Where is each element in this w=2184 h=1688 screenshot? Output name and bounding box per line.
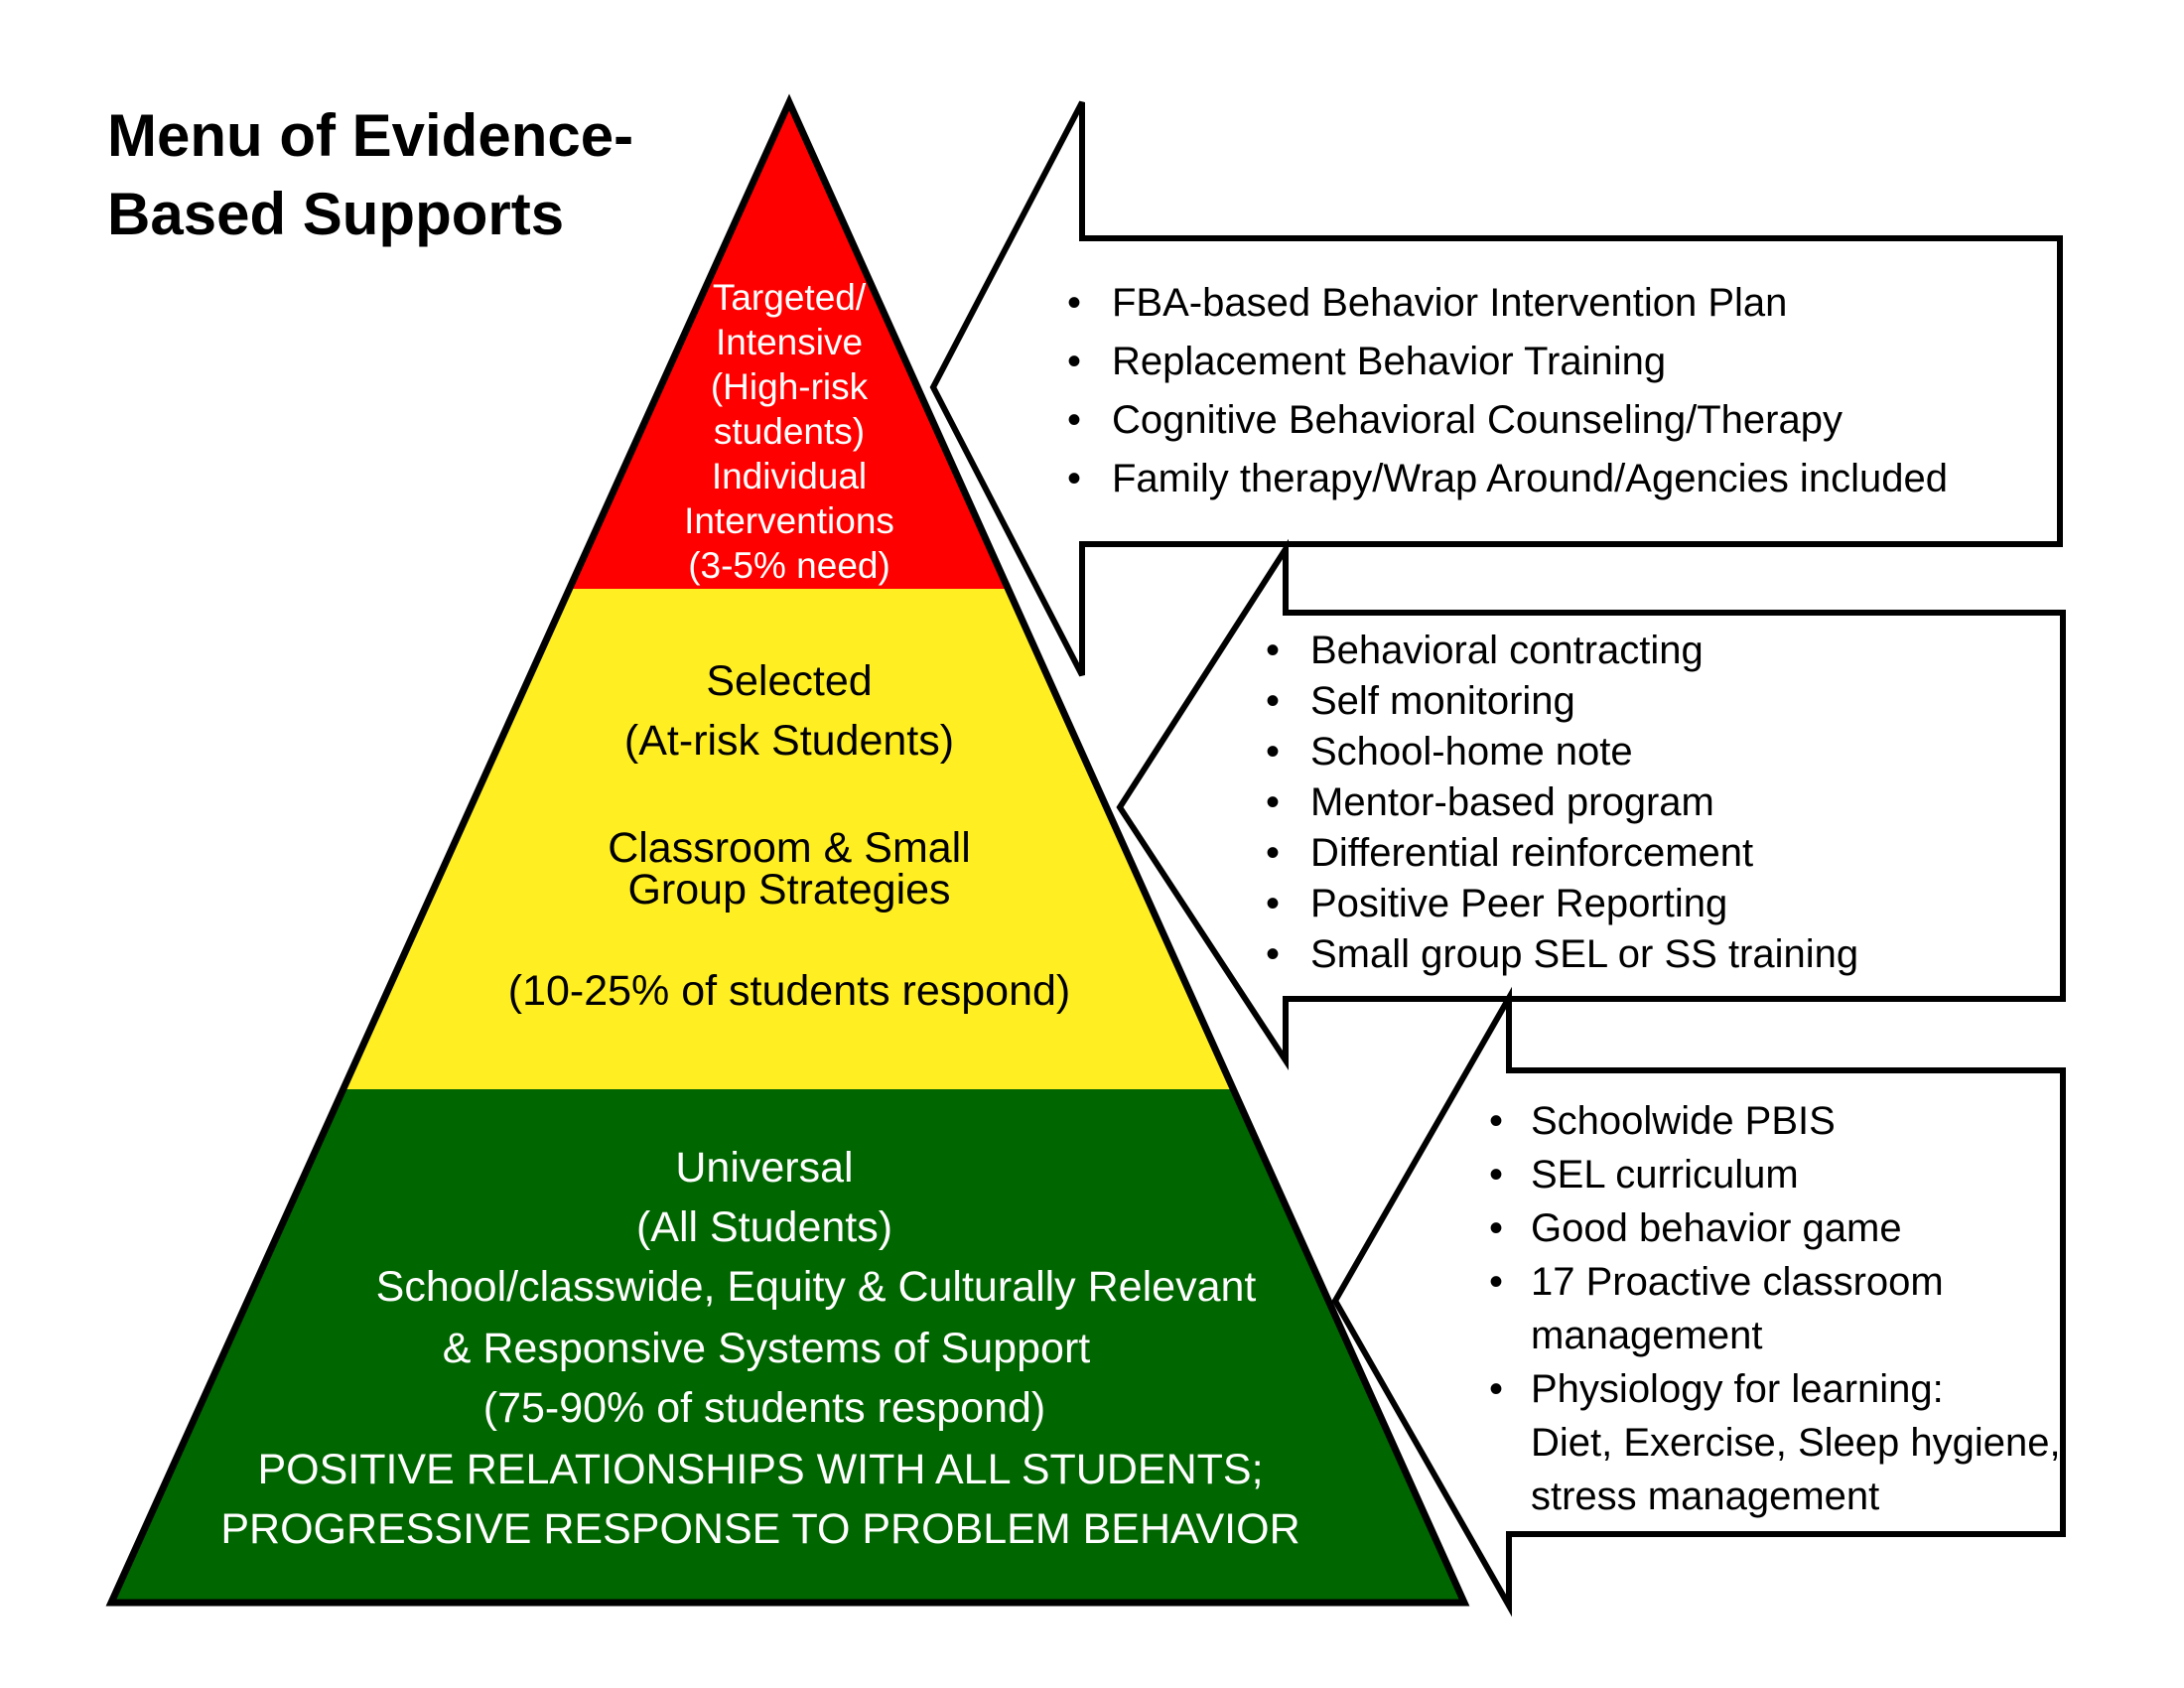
- pyramid-tier-top: [573, 102, 1006, 589]
- callout-middle-bullet: •: [1266, 932, 1280, 976]
- pyramid-tier-bottom: [111, 1089, 1464, 1603]
- callout-top-bullet: •: [1067, 398, 1081, 442]
- tier-top-line: (3-5% need): [688, 545, 890, 586]
- callout-middle-item: Mentor-based program: [1310, 780, 1714, 824]
- callout-middle-bullet: •: [1266, 831, 1280, 875]
- tier-bottom-line: Universal: [675, 1144, 853, 1192]
- callout-middle-bullet: •: [1266, 882, 1280, 925]
- callout-bottom-item: 17 Proactive classroom: [1531, 1260, 1944, 1304]
- callout-top-item: FBA-based Behavior Intervention Plan: [1112, 281, 1787, 325]
- callout-bottom-bullet: •: [1489, 1260, 1503, 1304]
- callout-top-bullet: •: [1067, 340, 1081, 383]
- tier-middle-label: Selected (At-risk Students) Classroom & Sm…: [508, 657, 1071, 1015]
- callout-middle-item: Small group SEL or SS training: [1310, 932, 1858, 976]
- callout-bottom-bullet: •: [1489, 1153, 1503, 1196]
- callout-bottom-item: Diet, Exercise, Sleep hygiene,: [1531, 1421, 2061, 1465]
- callout-top-item: Replacement Behavior Training: [1112, 340, 1666, 383]
- callout-bottom-item: stress management: [1531, 1475, 1879, 1518]
- callout-middle-item: School-home note: [1310, 730, 1633, 774]
- callout-middle-item: Behavioral contracting: [1310, 629, 1704, 672]
- tier-top-line: Targeted/: [713, 277, 867, 318]
- tier-bottom-label: Universal (All Students) School/classwide,…: [220, 1144, 1299, 1553]
- pyramid-tier-middle: [345, 589, 1234, 1089]
- tier-bottom-line: PROGRESSIVE RESPONSE TO PROBLEM BEHAVIOR: [220, 1505, 1299, 1553]
- callout-middle-bullet: •: [1266, 629, 1280, 672]
- callout-list-top: • FBA-based Behavior Intervention Plan • Re…: [1067, 281, 1948, 500]
- tier-middle-line: (At-risk Students): [624, 717, 954, 765]
- tier-top-line: Individual: [712, 456, 867, 496]
- tier-top-label: Targeted/Intensive(High-riskstudents)Ind…: [684, 277, 894, 586]
- tier-bottom-line: & Responsive Systems of Support: [443, 1325, 1091, 1372]
- callout-list-bottom: • Schoolwide PBIS • SEL curriculum • Good beh…: [1489, 1099, 2061, 1518]
- callout-box-bottom: [1331, 986, 2066, 1618]
- callout-top-bullet: •: [1067, 281, 1081, 325]
- callout-middle-bullet: •: [1266, 730, 1280, 774]
- callout-bottom-bullet: •: [1489, 1099, 1503, 1143]
- callout-middle-item: Positive Peer Reporting: [1310, 882, 1727, 925]
- tier-bottom-line: POSITIVE RELATIONSHIPS WITH ALL STUDENTS…: [257, 1446, 1263, 1493]
- pyramid-outline: [105, 93, 1470, 1607]
- tier-bottom-line: (All Students): [636, 1203, 892, 1251]
- tier-bottom-line: School/classwide, Equity & Culturally Re…: [376, 1263, 1257, 1311]
- tier-top-line: students): [714, 411, 865, 452]
- callout-top-bullet: •: [1067, 457, 1081, 500]
- callout-bottom-item: Good behavior game: [1531, 1206, 1902, 1250]
- callout-bottom-bullet: •: [1489, 1367, 1503, 1411]
- callout-bottom-item: SEL curriculum: [1531, 1153, 1799, 1196]
- tier-bottom-line: (75-90% of students respond): [483, 1384, 1046, 1432]
- tier-middle-line: (10-25% of students respond): [508, 967, 1071, 1015]
- callout-top-item: Family therapy/Wrap Around/Agencies incl…: [1112, 457, 1948, 500]
- tier-middle-line: Classroom & Small: [608, 824, 971, 872]
- tier-top-line: Intensive: [716, 322, 863, 362]
- callout-middle-item: Self monitoring: [1310, 679, 1575, 723]
- callout-middle-bullet: •: [1266, 679, 1280, 723]
- diagram-title-line-2: Based Supports: [107, 181, 564, 247]
- callout-bottom-bullet: •: [1489, 1206, 1503, 1250]
- callout-box-top: [929, 100, 2063, 677]
- callout-middle-bullet: •: [1266, 780, 1280, 824]
- tier-middle-line: Group Strategies: [627, 866, 950, 914]
- callout-list-middle: • Behavioral contracting • Self monitoring •…: [1266, 629, 1858, 976]
- tier-top-line: Interventions: [684, 500, 894, 541]
- tier-middle-line: Selected: [706, 657, 872, 705]
- tier-top-line: (High-risk: [711, 366, 869, 407]
- callout-bottom-item: Schoolwide PBIS: [1531, 1099, 1836, 1143]
- callout-top-item: Cognitive Behavioral Counseling/Therapy: [1112, 398, 1843, 442]
- callout-box-middle: [1116, 538, 2066, 1071]
- callout-bottom-item: management: [1531, 1314, 1762, 1357]
- callout-middle-item: Differential reinforcement: [1310, 831, 1753, 875]
- diagram-title-line-1: Menu of Evidence-: [107, 102, 633, 169]
- callout-bottom-item: Physiology for learning:: [1531, 1367, 1944, 1411]
